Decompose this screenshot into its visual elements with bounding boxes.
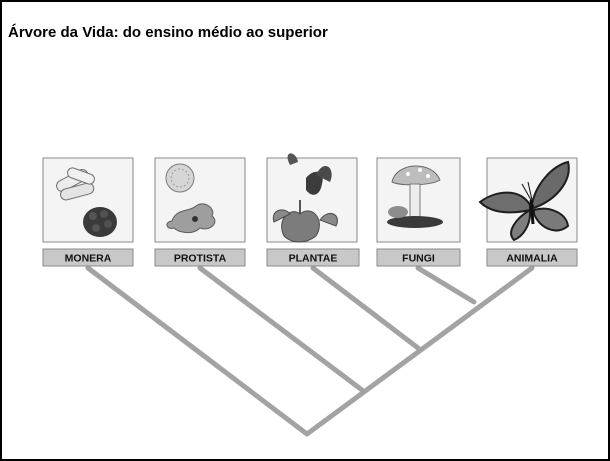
kingdom-animalia: ANIMALIA [478, 157, 578, 267]
branch-monera [85, 265, 310, 437]
protist-icon [165, 163, 216, 234]
plantae-label-box [266, 248, 360, 267]
branch-animalia [304, 265, 535, 437]
phylogenetic-branches [85, 265, 535, 437]
plantae-label: PLANTAE [289, 253, 338, 265]
monera-label-box [42, 248, 134, 267]
monera-label: MONERA [65, 253, 112, 265]
protista-label: PROTISTA [174, 253, 227, 265]
kingdom-protista: PROTISTA [154, 157, 246, 267]
kingdom-fungi: FUNGI [376, 157, 461, 267]
flower-plant-icon [272, 153, 338, 243]
branch-plantae [310, 265, 421, 351]
animalia-label: ANIMALIA [506, 253, 558, 265]
branch-protista [197, 265, 365, 393]
mushroom-icon [387, 165, 443, 228]
fungi-label: FUNGI [402, 253, 435, 265]
kingdom-plantae: PLANTAE [266, 153, 360, 267]
branch-fungi [415, 265, 477, 305]
butterfly-icon [478, 160, 570, 242]
animalia-label-box [486, 248, 578, 267]
bacteria-icon [56, 167, 117, 237]
protista-label-box [154, 248, 246, 267]
fungi-label-box [376, 248, 461, 267]
kingdom-monera: MONERA [42, 157, 134, 267]
slide-title: Árvore da Vida: do ensino médio ao super… [8, 24, 328, 41]
